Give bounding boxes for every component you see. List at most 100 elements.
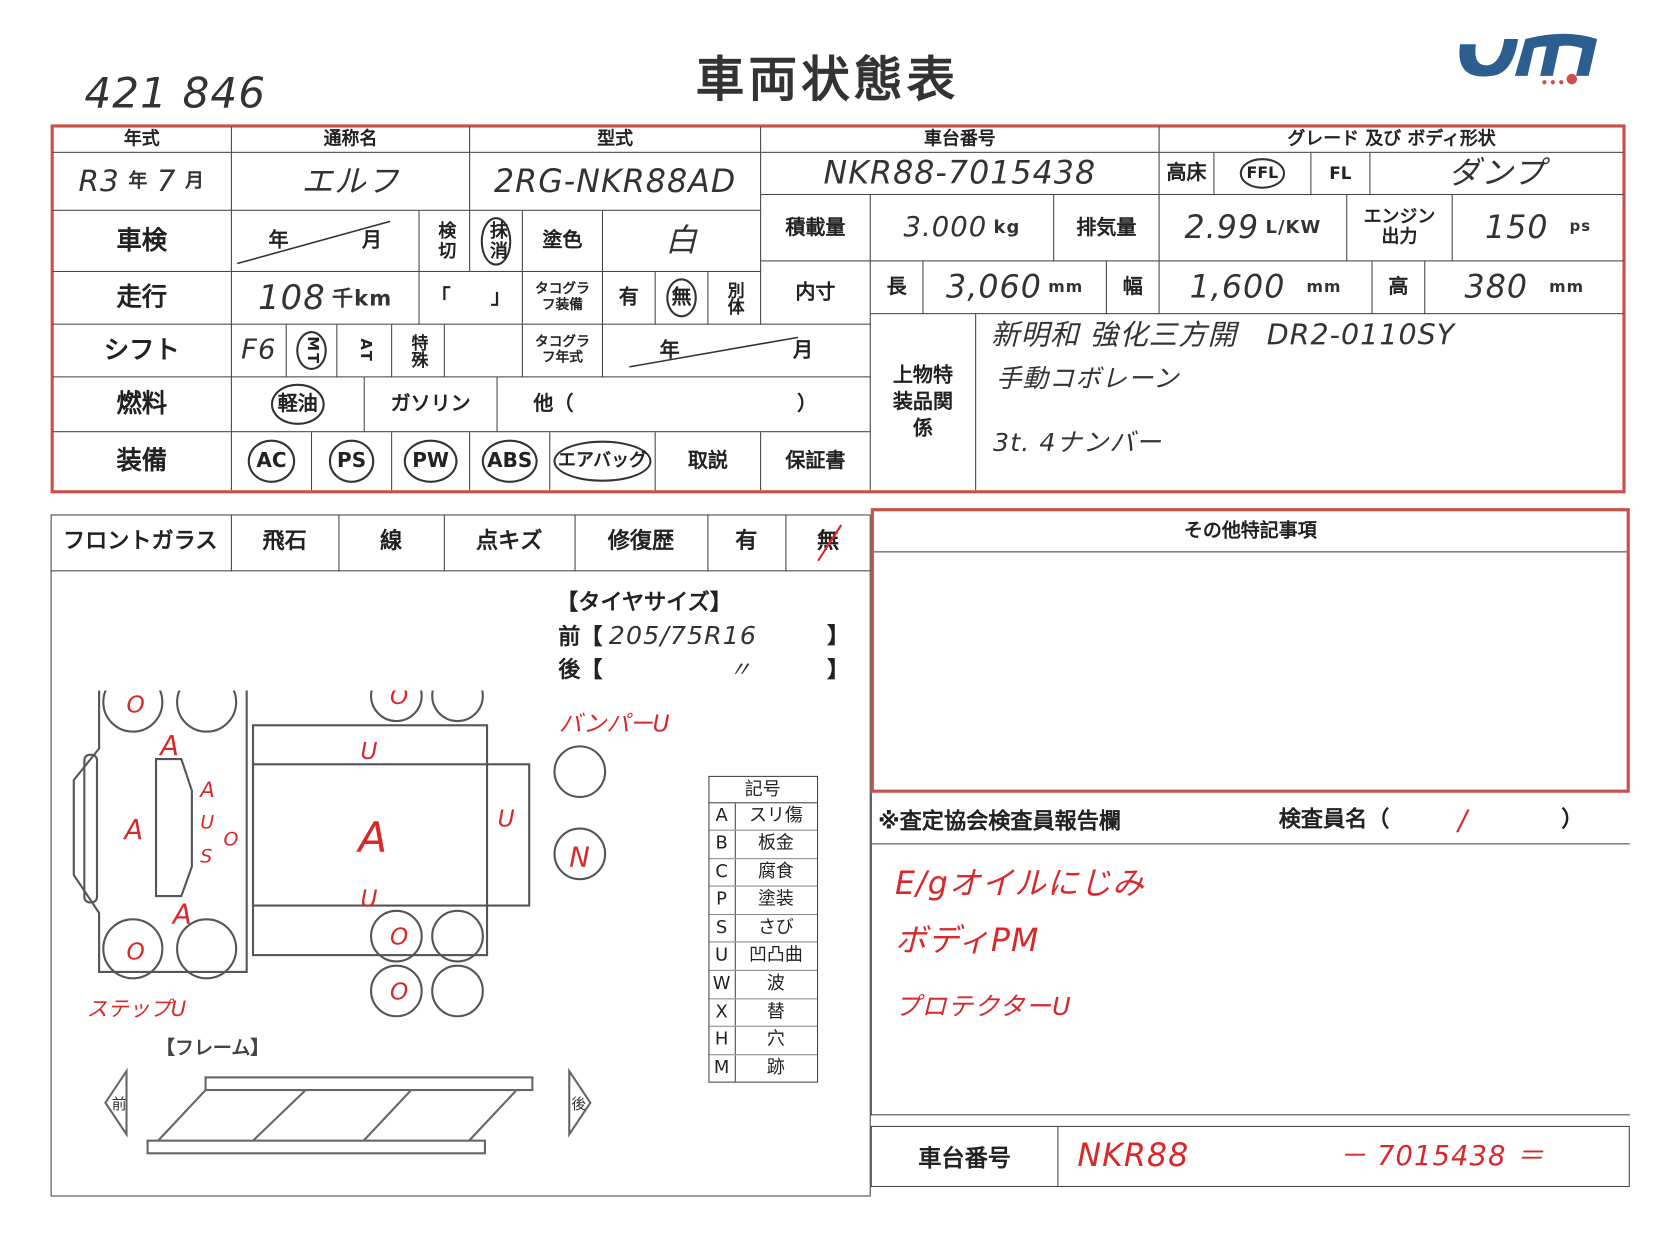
report-line-1: E/gオイルにじみ: [895, 865, 1145, 903]
mark-o: O: [126, 938, 144, 965]
footer-chassis-label: 車台番号: [872, 1126, 1059, 1186]
mark-o: O: [390, 978, 408, 1005]
inspector-report-box: ※査定協会検査員報告欄 検査員名（ / ） E/gオイルにじみ ボディPM プロ…: [870, 792, 1630, 1116]
model-header: 型式: [470, 126, 762, 153]
legend-code: X: [709, 999, 736, 1027]
equip-airbag-circled: エアバッグ: [553, 440, 652, 482]
fuel-label: 燃料: [52, 377, 232, 433]
tacho-no-circled: 無: [666, 278, 697, 318]
other-close: ）: [796, 392, 818, 416]
shaken-expiry: 年月: [231, 210, 420, 272]
mt-option: MT: [286, 324, 338, 378]
other-open: 他（: [533, 392, 574, 416]
height-value: 380: [1464, 268, 1529, 306]
mark-a: A: [158, 730, 179, 761]
inspector-name: /: [1457, 805, 1469, 838]
legend-code: S: [709, 914, 736, 942]
report-line-3: プロテクターU: [895, 992, 1072, 1022]
legend-meaning: さび: [757, 917, 794, 939]
footer-chassis-prefix: NKR88: [1077, 1137, 1190, 1175]
legend-code: H: [709, 1027, 736, 1055]
repair-no: 無: [785, 514, 871, 571]
reference-number: 421 846: [84, 69, 267, 119]
legend-meaning: 塗装: [757, 888, 794, 911]
legend-meaning: スリ傷: [749, 804, 803, 826]
legend-code: A: [709, 802, 736, 830]
tacho-equip-label: タコグラフ装備: [522, 271, 604, 325]
displacement-value: 2.99: [1184, 209, 1260, 247]
legend-code: P: [709, 886, 736, 914]
footer-chassis-row: 車台番号 NKR88 － 7015438 ＝: [870, 1125, 1630, 1188]
height-label: 高: [1372, 261, 1426, 315]
legend-meaning: 凹凸曲: [749, 945, 803, 967]
mark-a: A: [122, 815, 143, 846]
mark-u: U: [360, 737, 377, 764]
strike-line: [629, 336, 799, 368]
inspector-label: 検査員名（: [1278, 806, 1390, 832]
shift-label: シフト: [52, 324, 232, 378]
frame-label: 【フレーム】: [155, 1036, 268, 1059]
truck-diagram: O O O O O O N A A A A U S O A U U: [72, 689, 669, 1154]
blank-cell: [444, 324, 523, 378]
mark-a: A: [170, 899, 191, 930]
special-equip-label: 上物特装品関係: [871, 314, 977, 491]
legend-code: U: [709, 942, 736, 970]
legend-meaning: 波: [766, 973, 785, 995]
month-unit: 月: [185, 169, 206, 192]
engine-value: 150: [1485, 209, 1549, 247]
shaken-label: 車検: [52, 210, 232, 272]
mark-a: A: [198, 776, 214, 801]
legend-meaning: 板金: [757, 832, 794, 855]
grade-header: グレード 及び ボディ形状: [1159, 127, 1624, 153]
mark-s: S: [200, 845, 212, 867]
legend-row: P 塗装: [708, 886, 817, 915]
model-code: 2RG-NKR88AD: [470, 152, 762, 211]
month-unit: 月: [793, 338, 814, 362]
bracket-close: 】: [827, 656, 850, 682]
other-notes-box: その他特記事項: [870, 508, 1630, 793]
chassis-header: 車台番号: [761, 126, 1160, 153]
mileage-unit: 千km: [332, 285, 393, 311]
legend-code: C: [709, 858, 736, 886]
engine-unit: ps: [1569, 218, 1592, 236]
mark-o: O: [126, 691, 144, 718]
footer-chassis-value: NKR88 － 7015438 ＝: [1058, 1127, 1628, 1186]
legend-row: S さび: [708, 914, 817, 943]
equip-abs: ABS: [470, 432, 551, 491]
other-notes-title: その他特記事項: [873, 511, 1627, 553]
mark-o: O: [223, 828, 238, 850]
legend-meaning: 跡: [766, 1057, 785, 1079]
paint-color: 白: [603, 210, 762, 272]
legend-code: M: [709, 1055, 736, 1083]
length-unit: mm: [1048, 277, 1084, 297]
width-value: 1,600: [1189, 268, 1286, 306]
at-option: AT: [337, 324, 393, 378]
tire-rear-label: 後【: [558, 656, 603, 682]
inspector-close: ）: [1561, 806, 1584, 832]
mark-o: O: [390, 923, 408, 950]
tacho-yes: 有: [603, 271, 656, 325]
era-year: R3: [78, 162, 120, 198]
load-label: 積載量: [761, 195, 871, 262]
damage-diagram-panel: フロントガラス 飛石 線 点キズ 修復歴 有 無 【タイヤサイズ】 前【205/…: [50, 513, 871, 1197]
mark-o: O: [390, 690, 408, 710]
fl-option: FL: [1311, 152, 1371, 196]
legend-row: A スリ傷: [708, 802, 817, 831]
vehicle-name: エルフ: [231, 152, 471, 211]
legend-meaning: 替: [766, 1001, 785, 1023]
legend-title: 記号: [708, 776, 817, 803]
equip-warranty: 保証書: [761, 432, 871, 491]
equip-ps: PS: [312, 432, 393, 491]
mileage-bracket: 「 」: [419, 271, 523, 325]
legend-meaning: 穴: [766, 1029, 785, 1051]
width-unit: mm: [1306, 277, 1342, 297]
